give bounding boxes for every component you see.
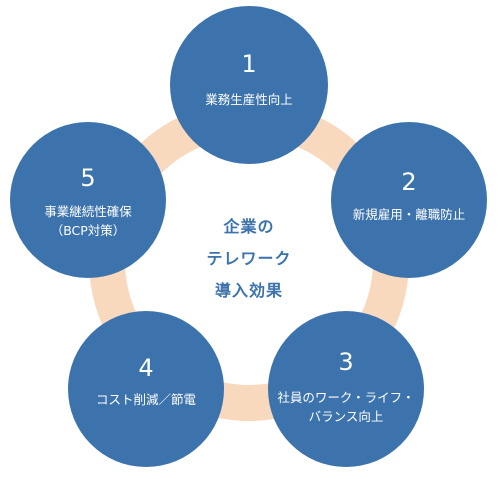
node-5-number: 5 [80, 164, 95, 192]
node-4-number: 4 [138, 354, 153, 382]
node-3-label-line-1: 社員のワーク・ライフ・ [277, 390, 414, 405]
node-4: 4 コスト削減／節電 [68, 311, 224, 467]
node-4-circle [68, 311, 224, 467]
node-3: 3 社員のワーク・ライフ・ バランス向上 [268, 311, 424, 467]
node-1-number: 1 [241, 50, 256, 78]
node-5: 5 事業継続性確保 （BCP対策） [10, 122, 166, 278]
node-3-label-line-2: バランス向上 [309, 409, 384, 424]
node-3-circle [268, 311, 424, 467]
center-title-line-2: テレワーク [206, 249, 291, 268]
node-5-circle [10, 122, 166, 278]
node-1-label: 業務生産性向上 [205, 92, 293, 107]
node-4-label: コスト削減／節電 [96, 392, 197, 407]
node-1-circle [170, 6, 328, 164]
center-title-line-3: 導入効果 [215, 281, 283, 300]
center-title-line-1: 企業の [222, 217, 274, 236]
node-3-number: 3 [338, 348, 353, 376]
node-1: 1 業務生産性向上 [170, 6, 328, 164]
node-5-label-line-1: 事業継続性確保 [44, 204, 132, 219]
node-2-number: 2 [401, 168, 416, 196]
node-2-circle [331, 122, 487, 278]
node-5-label-line-2: （BCP対策） [51, 223, 126, 238]
node-2-label: 新規雇用・離職防止 [353, 207, 466, 222]
node-2: 2 新規雇用・離職防止 [331, 122, 487, 278]
